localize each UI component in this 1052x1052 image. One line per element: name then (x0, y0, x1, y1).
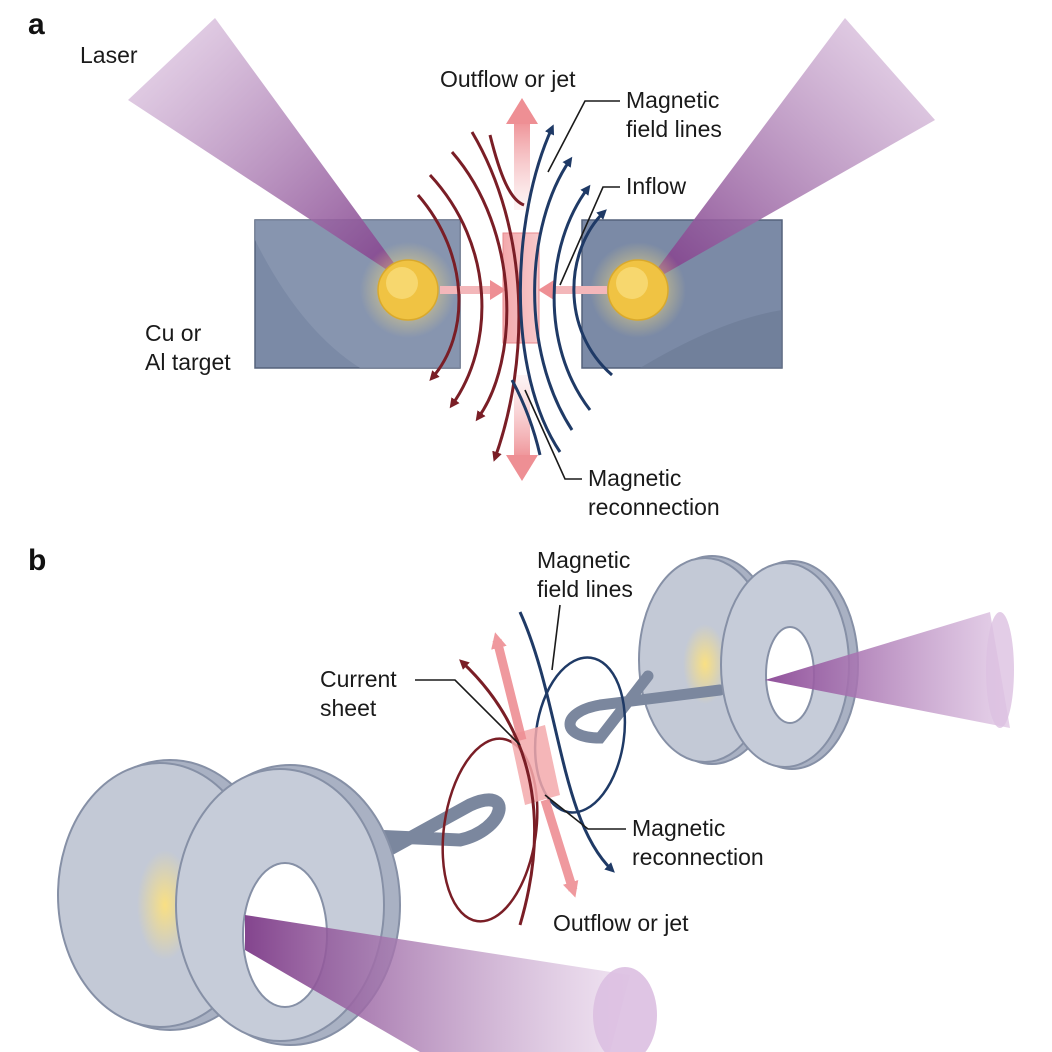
panel-a-label: a (28, 8, 45, 41)
inflow-arrow-right (538, 280, 607, 300)
coil-wire-right (564, 670, 726, 744)
label-target-2: Al target (145, 349, 231, 375)
label-inflow: Inflow (626, 173, 686, 199)
field-line-red-5 (488, 134, 525, 207)
label-current-sheet-2: sheet (320, 695, 377, 721)
label-field-lines-b-1: Magnetic (537, 547, 630, 573)
outflow-arrow-up-b (491, 632, 527, 742)
leader-field-lines-a (547, 100, 620, 173)
label-current-sheet-1: Current (320, 666, 397, 692)
label-field-lines-a-2: field lines (626, 116, 722, 142)
label-field-lines-a-1: Magnetic (626, 87, 719, 113)
laser-beam-right (645, 18, 935, 285)
laser-beam-left (128, 18, 410, 285)
outflow-arrow-up (506, 98, 538, 210)
field-line-blue-5 (510, 379, 542, 456)
laser-beam-left-b-end (593, 967, 657, 1052)
label-reconnection-a-1: Magnetic (588, 465, 681, 491)
coil-wire-left (343, 793, 506, 867)
label-reconnection-b-2: reconnection (632, 844, 764, 870)
label-outflow-a: Outflow or jet (440, 66, 576, 92)
field-line-blue-3 (533, 156, 574, 431)
hotspot-left (360, 242, 456, 338)
panel-b-label: b (28, 544, 46, 577)
laser-beam-left-b (245, 915, 630, 1052)
current-sheet-b (510, 725, 560, 805)
laser-beam-right-b-end (986, 612, 1014, 728)
label-laser: Laser (80, 42, 138, 68)
laser-beam-right-b (765, 612, 1010, 728)
inflow-arrow-left (440, 280, 506, 300)
leader-reconnection-a (524, 389, 582, 480)
outflow-arrow-down (506, 375, 538, 481)
field-line-red-2 (428, 173, 484, 409)
label-target-1: Cu or (145, 320, 202, 346)
field-line-red-4 (470, 131, 521, 462)
leader-current-sheet (415, 679, 521, 746)
hotspot-right (590, 242, 686, 338)
leader-field-lines-b (551, 604, 561, 671)
field-line-blue-1 (572, 209, 613, 377)
field-line-blue-2 (552, 184, 592, 411)
field-line-blue-b (518, 611, 615, 873)
field-line-blue-4 (518, 124, 562, 453)
label-field-lines-b-2: field lines (537, 576, 633, 602)
leader-inflow (559, 186, 620, 286)
label-outflow-b: Outflow or jet (553, 910, 689, 936)
label-reconnection-b-1: Magnetic (632, 815, 725, 841)
label-reconnection-a-2: reconnection (588, 494, 720, 520)
outflow-arrow-down-b (540, 798, 579, 898)
field-line-red-3 (450, 151, 509, 422)
leader-reconnection-b (544, 794, 626, 830)
field-line-red-1 (416, 194, 461, 381)
field-line-red-b (459, 659, 537, 926)
